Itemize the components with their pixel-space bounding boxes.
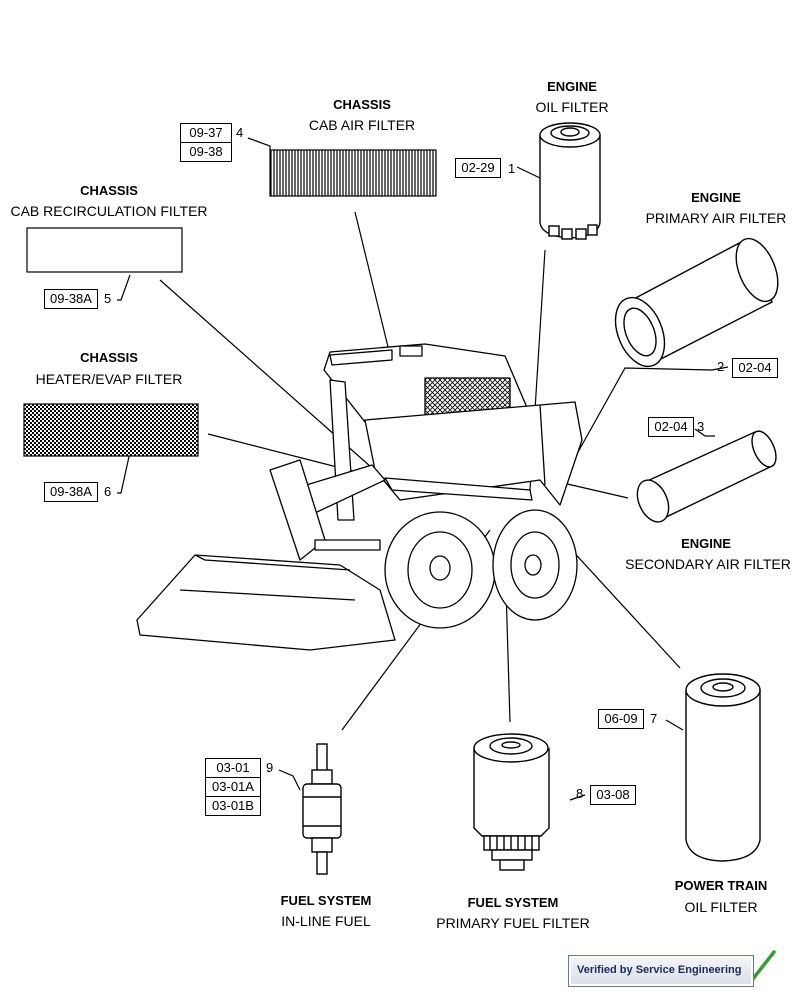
p2-name: PRIMARY AIR FILTER	[645, 210, 787, 226]
p6-ref-box[interactable]: 09-38A	[44, 482, 98, 502]
p9-item-number: 9	[266, 760, 274, 775]
p4-category: CHASSIS	[333, 97, 391, 112]
p5-item-number: 5	[104, 291, 112, 306]
p7-category: POWER TRAIN	[674, 878, 768, 893]
p8-name: PRIMARY FUEL FILTER	[436, 915, 590, 931]
p3-name: SECONDARY AIR FILTER	[625, 556, 791, 572]
p6-item-number: 6	[104, 484, 112, 499]
p9-category: FUEL SYSTEM	[280, 893, 372, 908]
p4-ref-box-1[interactable]: 09-37	[180, 123, 232, 143]
p4-name: CAB AIR FILTER	[308, 117, 416, 133]
p2-ref-box[interactable]: 02-04	[732, 358, 778, 378]
p9-ref-box-1[interactable]: 03-01	[205, 758, 261, 778]
p3-item-number: 3	[697, 419, 705, 434]
p4-item-number: 4	[236, 125, 244, 140]
p8-category: FUEL SYSTEM	[467, 895, 559, 910]
p6-category: CHASSIS	[80, 350, 138, 365]
p1-name: OIL FILTER	[535, 99, 609, 115]
p5-ref-box[interactable]: 09-38A	[44, 289, 98, 309]
p3-category: ENGINE	[681, 536, 731, 551]
p2-item-number: 2	[717, 359, 725, 374]
p4-ref-box-2[interactable]: 09-38	[180, 142, 232, 162]
p7-ref-box[interactable]: 06-09	[598, 709, 644, 729]
p7-name: OIL FILTER	[684, 899, 758, 915]
p1-item-number: 1	[508, 161, 516, 176]
p8-ref-box[interactable]: 03-08	[590, 785, 636, 805]
p3-ref-box[interactable]: 02-04	[648, 417, 694, 437]
p9-ref-box-3[interactable]: 03-01B	[205, 796, 261, 816]
p1-ref-box[interactable]: 02-29	[455, 158, 501, 178]
p1-category: ENGINE	[547, 79, 597, 94]
p7-item-number: 7	[650, 711, 658, 726]
p9-name: IN-LINE FUEL	[281, 913, 371, 929]
verification-badge: Verified by Service Engineering	[568, 955, 754, 987]
p5-name: CAB RECIRCULATION FILTER	[10, 203, 208, 219]
p8-item-number: 8	[576, 786, 584, 801]
verification-text: Verified by Service Engineering	[577, 964, 742, 976]
p5-category: CHASSIS	[80, 183, 138, 198]
p6-name: HEATER/EVAP FILTER	[35, 371, 183, 387]
p9-ref-box-2[interactable]: 03-01A	[205, 777, 261, 797]
p2-category: ENGINE	[691, 190, 741, 205]
